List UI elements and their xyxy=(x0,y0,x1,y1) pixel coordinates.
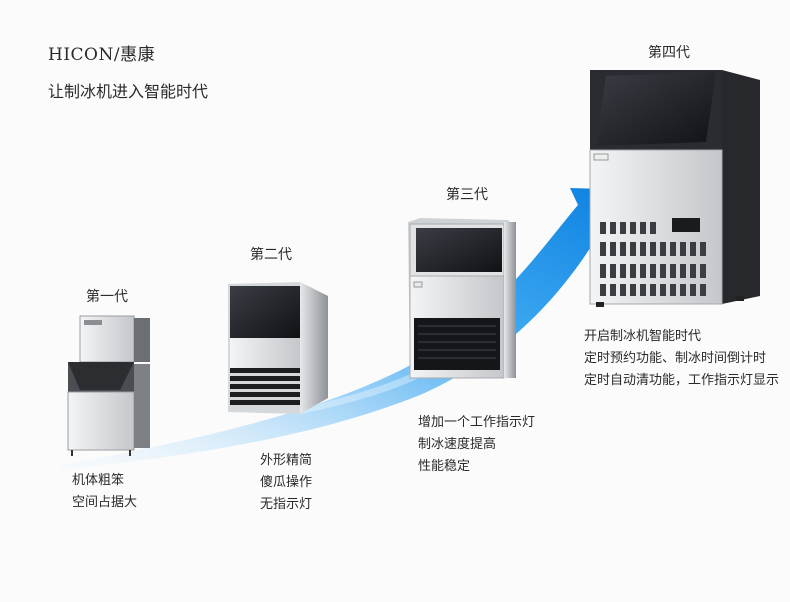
gen1-machine-image xyxy=(67,315,150,456)
gen2-label: 第二代 xyxy=(250,247,292,263)
gen3-machine-image xyxy=(408,218,516,379)
gen3-desc-line: 制冰速度提高 xyxy=(418,437,497,452)
gen2-machine-image xyxy=(228,282,328,414)
gen4-description: 开启制冰机智能时代 定时预约功能、制冰时间倒计时 定时自动清功能，工作指示灯显示 xyxy=(584,326,779,392)
gen1-desc-line: 空间占据大 xyxy=(72,495,138,510)
gen4-desc-line: 定时预约功能、制冰时间倒计时 xyxy=(584,351,767,366)
gen1-label: 第一代 xyxy=(86,289,128,305)
gen1-desc-line: 机体粗笨 xyxy=(72,473,125,488)
brand-name: HICON/惠康 xyxy=(48,45,156,65)
gen3-desc-line: 增加一个工作指示灯 xyxy=(418,415,536,430)
gen3-description: 增加一个工作指示灯 制冰速度提高 性能稳定 xyxy=(418,412,535,478)
gen4-desc-line: 定时自动清功能，工作指示灯显示 xyxy=(584,373,780,388)
gen1-description: 机体粗笨 空间占据大 xyxy=(72,470,137,514)
slogan: 让制冰机进入智能时代 xyxy=(48,82,209,101)
gen4-desc-line: 开启制冰机智能时代 xyxy=(584,329,702,344)
gen4-machine-image xyxy=(589,70,760,307)
gen3-label: 第三代 xyxy=(446,187,488,203)
gen2-desc-line: 外形精简 xyxy=(260,453,313,468)
gen2-description: 外形精简 傻瓜操作 无指示灯 xyxy=(260,450,312,516)
gen4-label: 第四代 xyxy=(648,45,690,61)
gen2-desc-line: 傻瓜操作 xyxy=(260,475,313,490)
gen2-desc-line: 无指示灯 xyxy=(260,497,313,512)
gen3-desc-line: 性能稳定 xyxy=(418,459,471,474)
progress-arrow xyxy=(60,188,640,470)
